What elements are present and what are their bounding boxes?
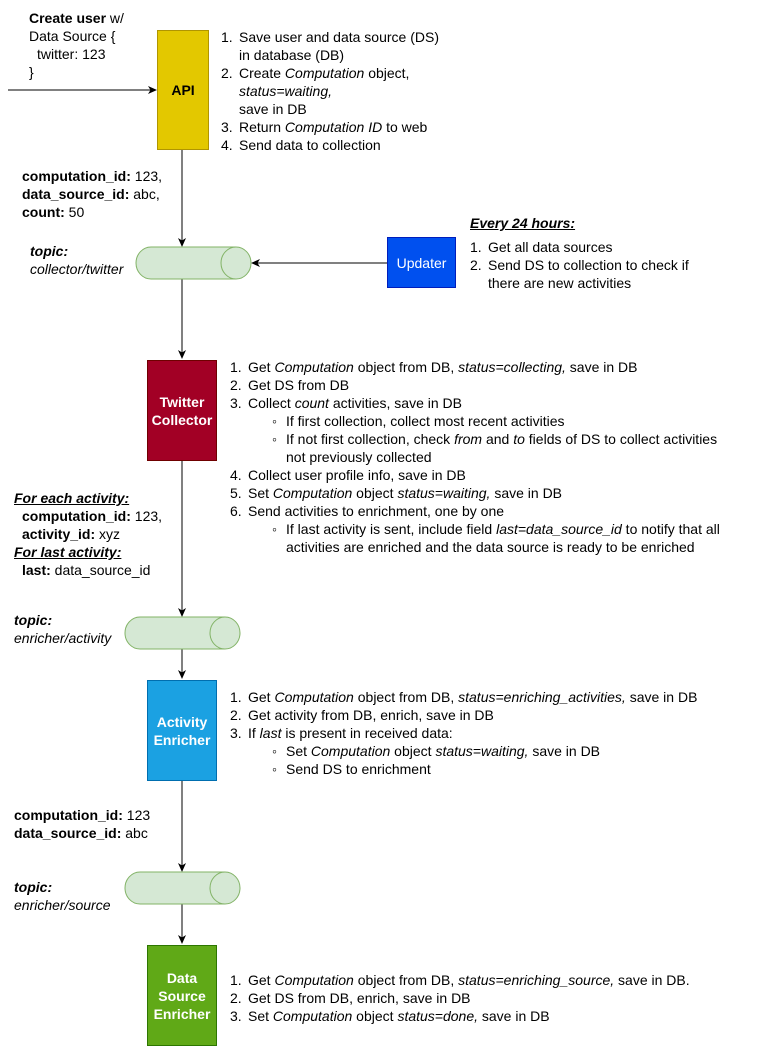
create-user-title-rest: w/ [106,10,124,26]
create-user-line-2: Data Source { [29,28,116,44]
create-user-line-3: twitter: 123 [37,46,106,62]
api-step-1: Save user and data source (DS) [239,29,439,45]
create-user-line-4: } [29,64,34,80]
queue-collector-twitter [135,246,252,280]
api-step-1-cont: in database (DB) [239,47,345,63]
twitter-collector-label-2: Collector [151,411,213,428]
twitter-collector-label-1: Twitter [159,393,205,410]
source-enricher-label-1: Data [166,969,198,986]
updater-heading: Every 24 hours: [470,215,576,231]
source-enricher-label-2: Source [158,987,206,1004]
api-label: API [171,82,195,98]
updater-box: Updater [387,237,456,288]
updater-label: Updater [396,254,447,271]
api-step-2-status: status=waiting, [239,83,332,99]
api-step-4: Send data to collection [239,137,381,153]
queue-enricher-source [124,871,241,905]
activity-enricher-label-2: Enricher [153,731,211,748]
source-enricher-label-3: Enricher [153,1005,211,1022]
activity-enricher-label-1: Activity [156,713,208,730]
api-box: API [157,30,209,150]
api-step-2-save: save in DB [239,101,307,117]
queue-enricher-activity [124,616,241,650]
create-user-title: Create user [29,10,107,26]
